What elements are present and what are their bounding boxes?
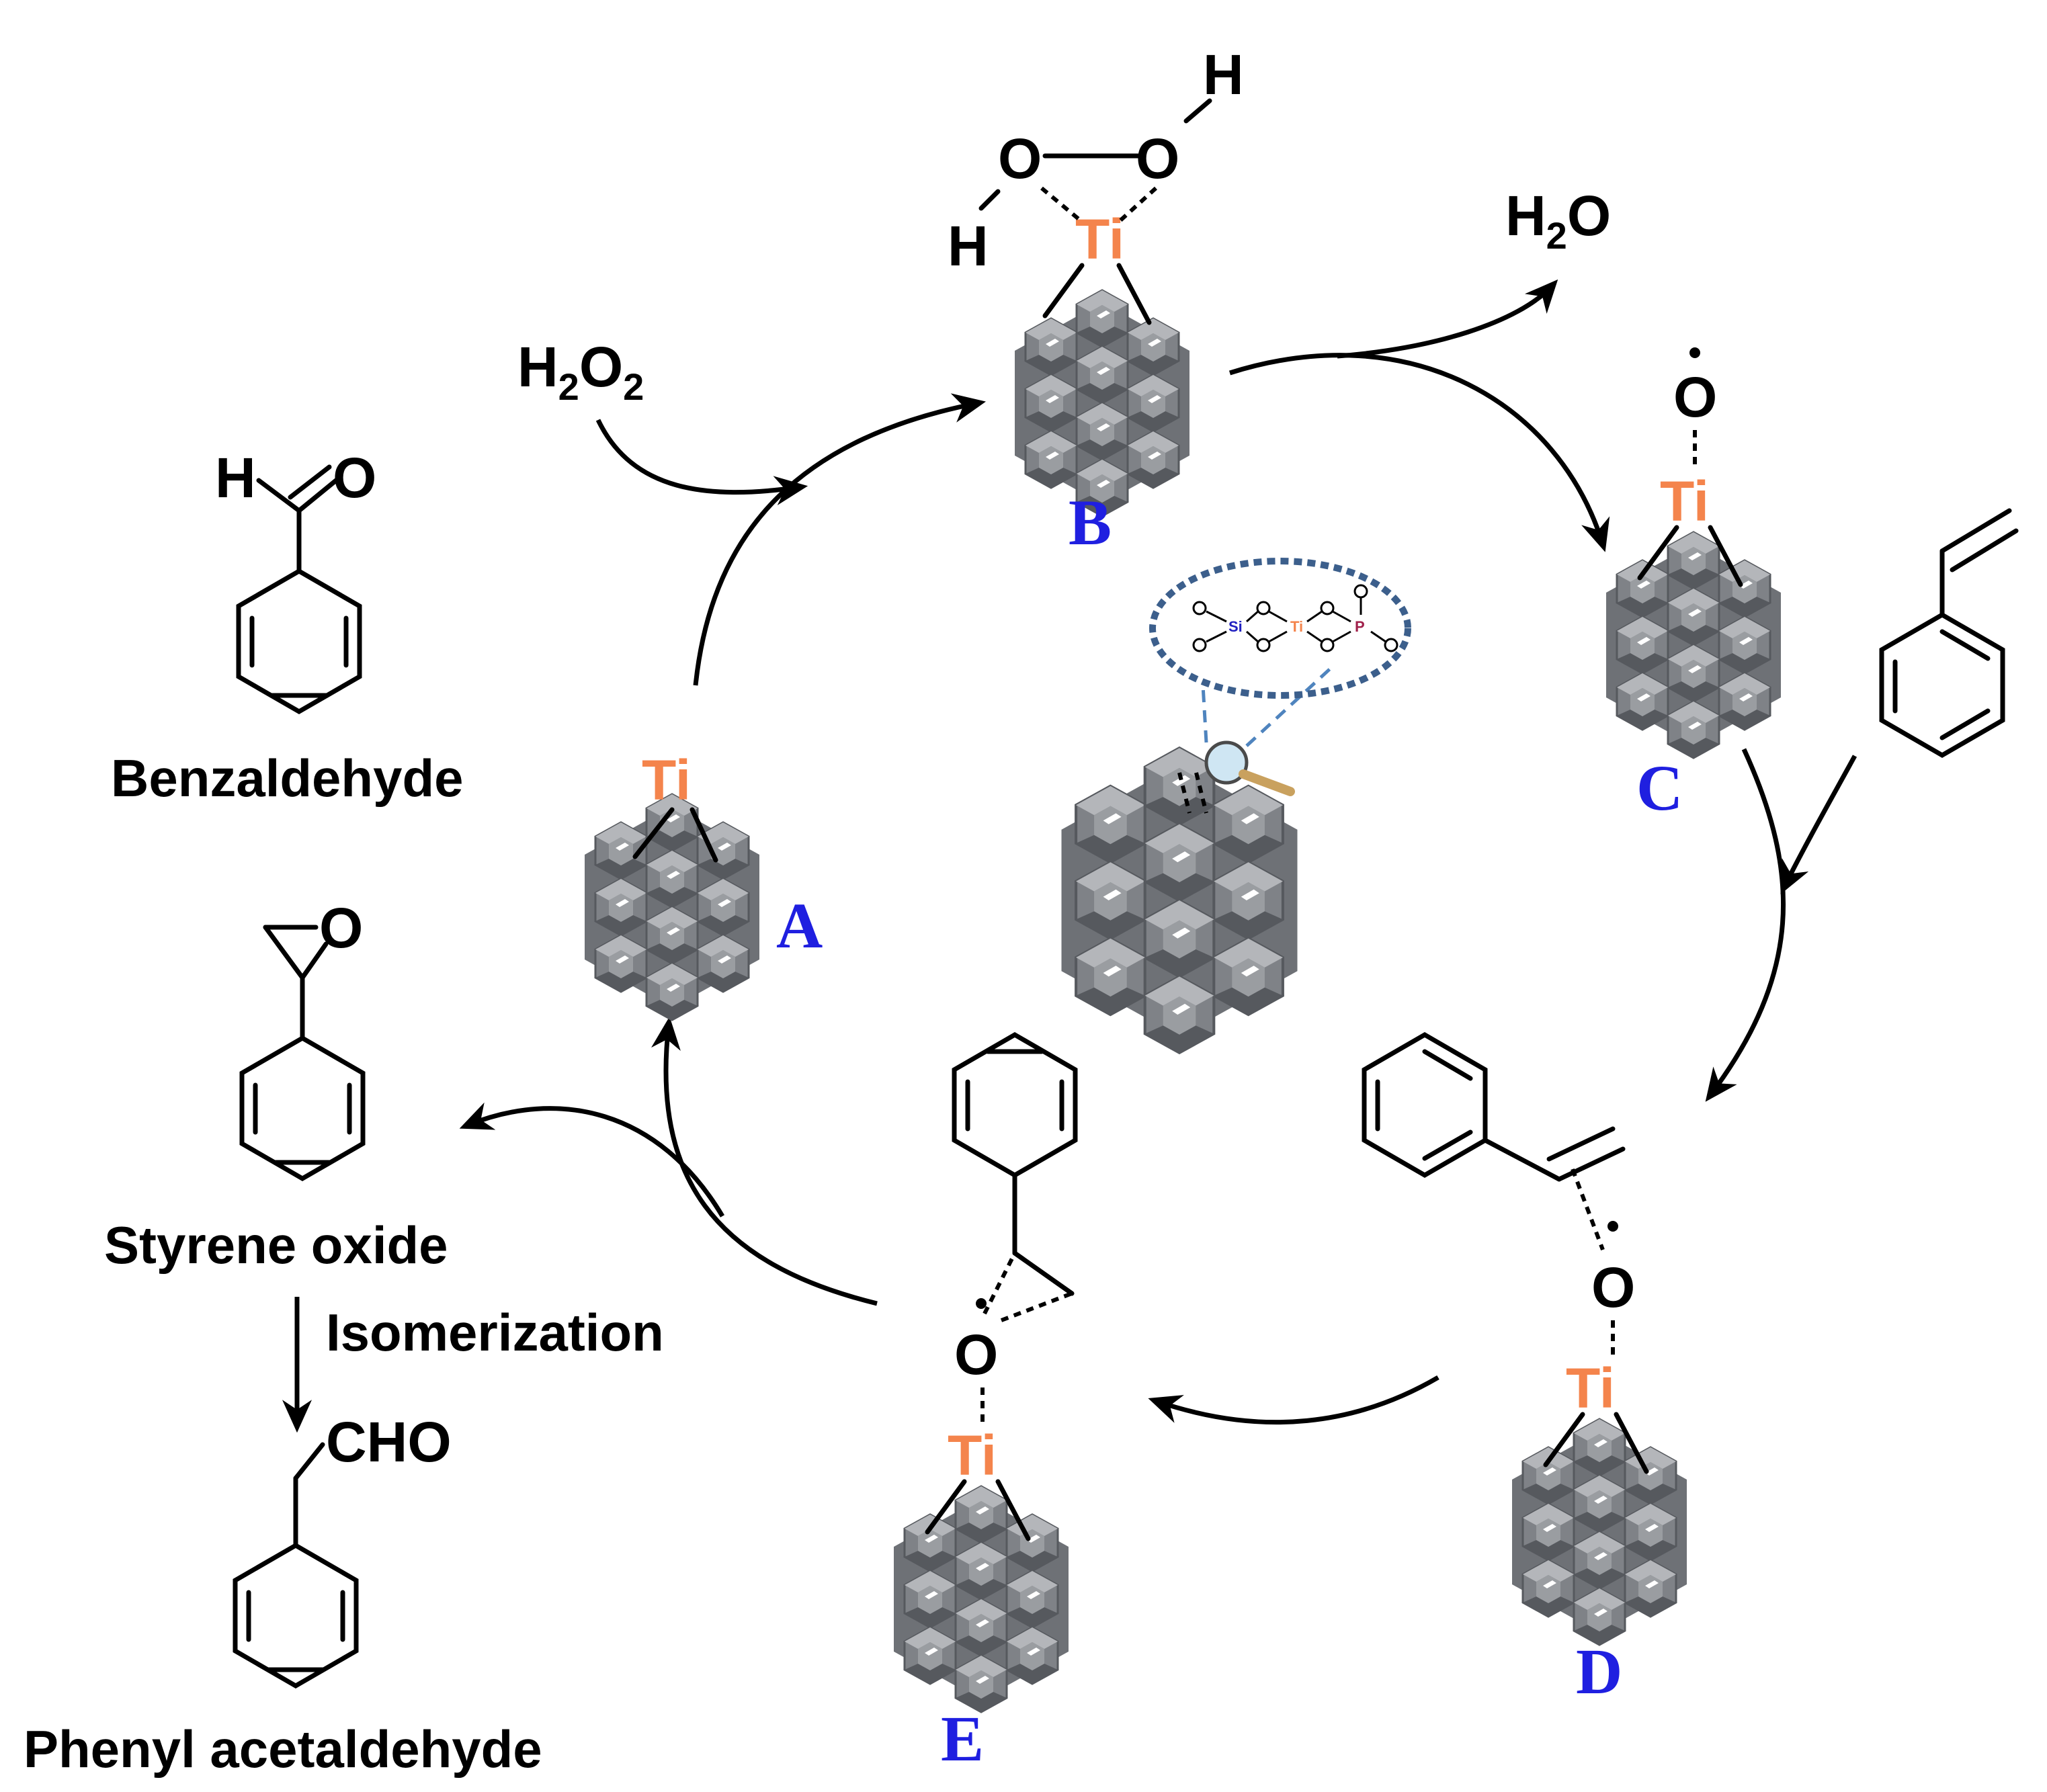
- isomerization-label: Isomerization: [326, 1303, 664, 1362]
- styrene-molecule: [1879, 508, 2019, 759]
- o-atom: O: [319, 896, 363, 959]
- arrow-styrene-in: [1780, 755, 1857, 894]
- si-ti-p-fragment: [1192, 584, 1398, 652]
- p-label: P: [1355, 618, 1365, 635]
- benzaldehyde-label: Benzaldehyde: [111, 749, 463, 808]
- arrow-h2o-out: [1337, 279, 1558, 359]
- o-radical: O: [1591, 1256, 1635, 1319]
- center-framework: Si Ti P: [1062, 558, 1411, 1053]
- ti-atom: Ti: [1660, 470, 1709, 533]
- label-e: E: [941, 1703, 984, 1775]
- styrene-oxide-label: Styrene oxide: [104, 1215, 448, 1275]
- label-b: B: [1069, 486, 1112, 558]
- label-a: A: [776, 890, 823, 962]
- species-c: Ti O C: [1606, 347, 1781, 824]
- species-e: Ti O E: [894, 1031, 1078, 1775]
- ti-atom: Ti: [1075, 208, 1124, 271]
- ti-atom: Ti: [1566, 1357, 1615, 1420]
- h-atom: H: [948, 214, 989, 278]
- phenyl-acetaldehyde-molecule: CHO Phenyl acetaldehyde: [24, 1410, 542, 1779]
- h2o2-label: H2O2: [517, 335, 644, 408]
- species-d: Ti O D: [1362, 1031, 1687, 1707]
- label-d: D: [1576, 1635, 1622, 1707]
- o-atom: O: [1136, 127, 1179, 190]
- benzaldehyde-molecule: H O Benzaldehyde: [111, 446, 463, 808]
- arrow-e-to-a: [651, 1016, 878, 1306]
- label-c: C: [1636, 752, 1683, 824]
- arrow-to-styrene-oxide: [459, 1102, 725, 1218]
- h-atom: H: [215, 446, 256, 509]
- si-label: Si: [1228, 618, 1243, 635]
- h-atom: H: [1203, 43, 1244, 106]
- styrene-oxide-molecule: O Styrene oxide Isomerization: [104, 896, 664, 1362]
- ti-atom: Ti: [642, 749, 691, 812]
- o-atom: O: [333, 446, 376, 509]
- o-atom: O: [998, 127, 1042, 190]
- arrow-h2o2-in: [595, 419, 808, 506]
- phenyl-acetaldehyde-label: Phenyl acetaldehyde: [24, 1719, 542, 1779]
- species-a: Ti A: [585, 749, 823, 1020]
- arrow-a-to-b: [693, 393, 987, 686]
- arrow-d-to-e: [1148, 1375, 1439, 1425]
- h2o-label: H2O: [1505, 184, 1611, 257]
- o-radical: O: [1673, 366, 1717, 429]
- arrow-c-to-d: [1705, 748, 1786, 1102]
- o-radical: O: [954, 1323, 998, 1386]
- magnifier-icon: [1204, 740, 1295, 796]
- cho-group: CHO: [326, 1410, 452, 1474]
- ti-label-small: Ti: [1290, 618, 1303, 635]
- species-b: Ti O O H H B: [948, 43, 1244, 558]
- ti-atom: Ti: [948, 1424, 997, 1487]
- arrow-b-to-c: [1228, 353, 1610, 552]
